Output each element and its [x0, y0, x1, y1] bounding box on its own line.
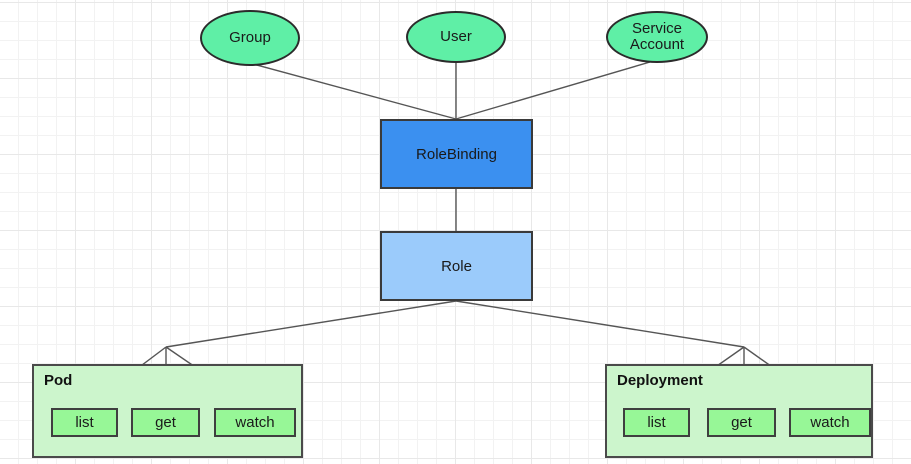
- edge-role-to-pod: [165, 300, 457, 348]
- verb-deployment-watch[interactable]: watch: [789, 408, 871, 437]
- resource-group-pod-title: Pod: [44, 372, 73, 389]
- verb-pod-watch-label: watch: [235, 414, 275, 431]
- node-service-account[interactable]: Service Account: [606, 11, 708, 63]
- node-rolebinding[interactable]: RoleBinding: [380, 119, 533, 189]
- verb-deployment-watch-label: watch: [810, 414, 850, 431]
- verb-deployment-get[interactable]: get: [707, 408, 776, 437]
- verb-deployment-list[interactable]: list: [623, 408, 690, 437]
- node-user[interactable]: User: [406, 11, 506, 63]
- edge-serviceaccount-to-rolebinding: [455, 61, 651, 120]
- node-rolebinding-label: RoleBinding: [416, 145, 497, 163]
- verb-deployment-list-label: list: [647, 414, 666, 431]
- verb-pod-list-label: list: [75, 414, 94, 431]
- node-role[interactable]: Role: [380, 231, 533, 301]
- verb-pod-list[interactable]: list: [51, 408, 118, 437]
- verb-deployment-get-label: get: [731, 414, 752, 431]
- edge-role-to-deployment: [455, 300, 745, 348]
- edge-group-to-rolebinding: [252, 63, 457, 120]
- verb-pod-watch[interactable]: watch: [214, 408, 296, 437]
- node-group-label: Group: [229, 29, 271, 47]
- node-role-label: Role: [441, 257, 472, 275]
- verb-pod-get-label: get: [155, 414, 176, 431]
- resource-group-deployment-title: Deployment: [617, 372, 703, 389]
- node-user-label: User: [440, 28, 472, 46]
- node-service-account-label: Service Account: [629, 20, 685, 53]
- node-group[interactable]: Group: [200, 10, 300, 66]
- verb-pod-get[interactable]: get: [131, 408, 200, 437]
